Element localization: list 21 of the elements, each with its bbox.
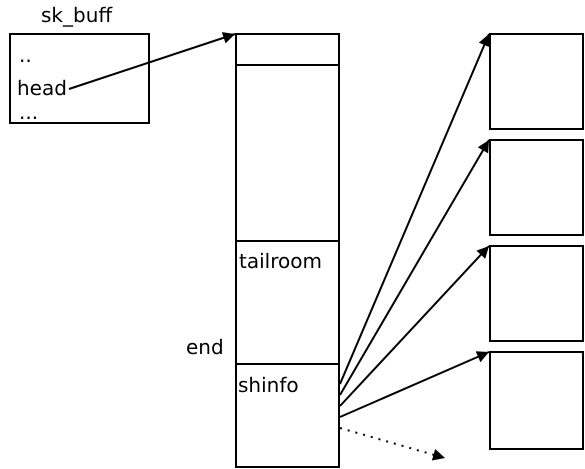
- memory-block: [489, 245, 584, 342]
- pointer-label: end: [186, 336, 224, 358]
- arrow: [339, 34, 490, 384]
- memory-block: [489, 351, 584, 450]
- ellipsis-text: ..: [19, 44, 32, 66]
- memory-segment: [235, 363, 340, 468]
- field-name: head: [17, 77, 67, 99]
- ellipsis-text: ...: [19, 101, 38, 123]
- struct-name: sk_buff: [41, 4, 112, 26]
- region-label: tailroom: [239, 250, 322, 272]
- memory-block: [489, 139, 584, 236]
- segment-label: shinfo: [238, 374, 299, 396]
- memory-block: [235, 33, 340, 66]
- memory-block: [235, 240, 340, 365]
- arrow: [340, 351, 490, 418]
- dotted-arrow: [340, 427, 446, 460]
- memory-block: [489, 33, 584, 130]
- arrow: [339, 140, 490, 396]
- arrow: [68, 32, 236, 90]
- arrow: [339, 245, 490, 407]
- memory-block: [235, 64, 340, 242]
